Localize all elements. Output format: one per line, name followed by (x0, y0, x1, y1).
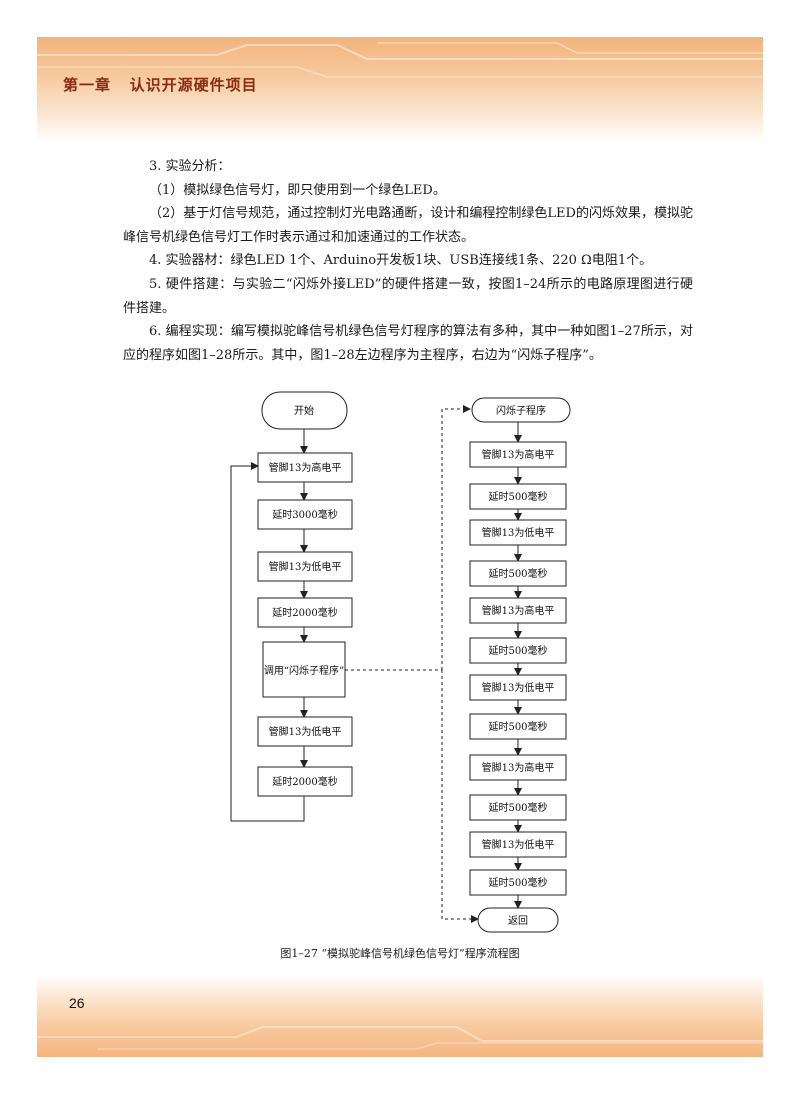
main-step-label: 延时2000毫秒 (272, 775, 337, 788)
chapter-title: 第一章 认识开源硬件项目 (63, 76, 258, 94)
call-subroutine-box (262, 641, 346, 698)
sub-step-label: 延时500毫秒 (488, 567, 547, 580)
main-step-label: 延时3000毫秒 (272, 508, 337, 521)
sub-step-label: 管脚13为低电平 (482, 526, 555, 539)
main-step-label: 管脚13为低电平 (269, 725, 342, 738)
sub-step-label: 延时500毫秒 (488, 490, 547, 503)
sub-step-box (469, 597, 567, 624)
sub-step-box (469, 754, 567, 781)
sub-step-box (469, 441, 567, 468)
main-start-label: 开始 (294, 404, 314, 417)
flowchart: 开始 管脚13为高电平 延时3000毫秒 管脚13为低电平 延时2000毫秒 调… (230, 391, 571, 933)
body-text: 3. 实验分析： （1）模拟绿色信号灯，即只使用到一个绿色LED。 （2）基于灯… (123, 155, 693, 367)
main-step-label: 管脚13为高电平 (269, 461, 342, 474)
main-step-box (257, 551, 353, 582)
call-subroutine-label: 调用“闪烁子程序” (264, 664, 344, 677)
paragraph: （2）基于灯信号规范，通过控制灯光电路通断，设计和编程控制绿色LED的闪烁效果，… (123, 206, 693, 245)
sub-step-box (469, 674, 567, 701)
subroutine-connector (345, 405, 479, 923)
sub-step-label: 管脚13为低电平 (482, 681, 555, 694)
footer-watermark (37, 1026, 763, 1050)
loop-back-arrow (230, 462, 305, 822)
sub-step-label: 延时500毫秒 (488, 720, 547, 733)
paragraph: 6. 编程实现：编写模拟驼峰信号机绿色信号灯程序的算法有多种，其中一种如图1–2… (123, 324, 693, 363)
figure-caption: 图1–27 “模拟驼峰信号机绿色信号灯”程序流程图 (280, 947, 520, 960)
page-number: 26 (69, 995, 85, 1011)
sub-start-terminator (471, 397, 571, 423)
dashed-call-arrow (441, 405, 471, 670)
sub-start-label: 闪烁子程序 (496, 404, 546, 417)
footer-band (37, 975, 763, 1057)
main-step-box (257, 716, 353, 747)
paragraph: 4. 实验器材：绿色LED 1个、Arduino开发板1块、USB连接线1条、2… (149, 253, 653, 269)
sub-step-box (469, 713, 567, 740)
sub-step-label: 延时500毫秒 (488, 644, 547, 657)
header-watermark (37, 42, 763, 78)
sub-step-box (469, 637, 567, 664)
sub-step-label: 延时500毫秒 (488, 876, 547, 889)
main-step-box (257, 499, 353, 530)
sub-step-box (469, 560, 567, 587)
subroutine-flow: 闪烁子程序 管脚13为高电平 延时500毫秒 管脚13为低电平 延时500毫秒 … (469, 397, 571, 933)
main-flow: 开始 管脚13为高电平 延时3000毫秒 管脚13为低电平 延时2000毫秒 调… (230, 391, 353, 822)
sub-step-label: 管脚13为低电平 (482, 838, 555, 851)
dashed-return-arrow (441, 670, 479, 923)
sub-end-terminator (477, 907, 559, 933)
header-band: 第一章 认识开源硬件项目 (37, 37, 763, 142)
main-step-box (257, 597, 353, 628)
main-step-box (257, 452, 353, 483)
main-step-box (257, 766, 353, 797)
sub-step-label: 管脚13为高电平 (482, 604, 555, 617)
sub-end-label: 返回 (508, 915, 528, 927)
textbook-page: 第一章 认识开源硬件项目 3. 实验分析： （1）模拟绿色信号灯，即只使用到一个… (37, 37, 763, 1057)
sub-step-box (469, 831, 567, 858)
sub-step-label: 管脚13为高电平 (482, 761, 555, 774)
sub-step-label: 管脚13为高电平 (482, 448, 555, 461)
paragraph: （1）模拟绿色信号灯，即只使用到一个绿色LED。 (149, 182, 446, 198)
paragraph: 5. 硬件搭建：与实验二“闪烁外接LED”的硬件搭建一致，按图1–24所示的电路… (123, 276, 693, 316)
sub-step-label: 延时500毫秒 (488, 801, 547, 814)
sub-step-box (469, 483, 567, 510)
main-step-label: 延时2000毫秒 (272, 606, 337, 619)
main-step-label: 管脚13为低电平 (269, 560, 342, 573)
sub-step-box (469, 519, 567, 546)
paragraph: 3. 实验分析： (149, 159, 231, 174)
